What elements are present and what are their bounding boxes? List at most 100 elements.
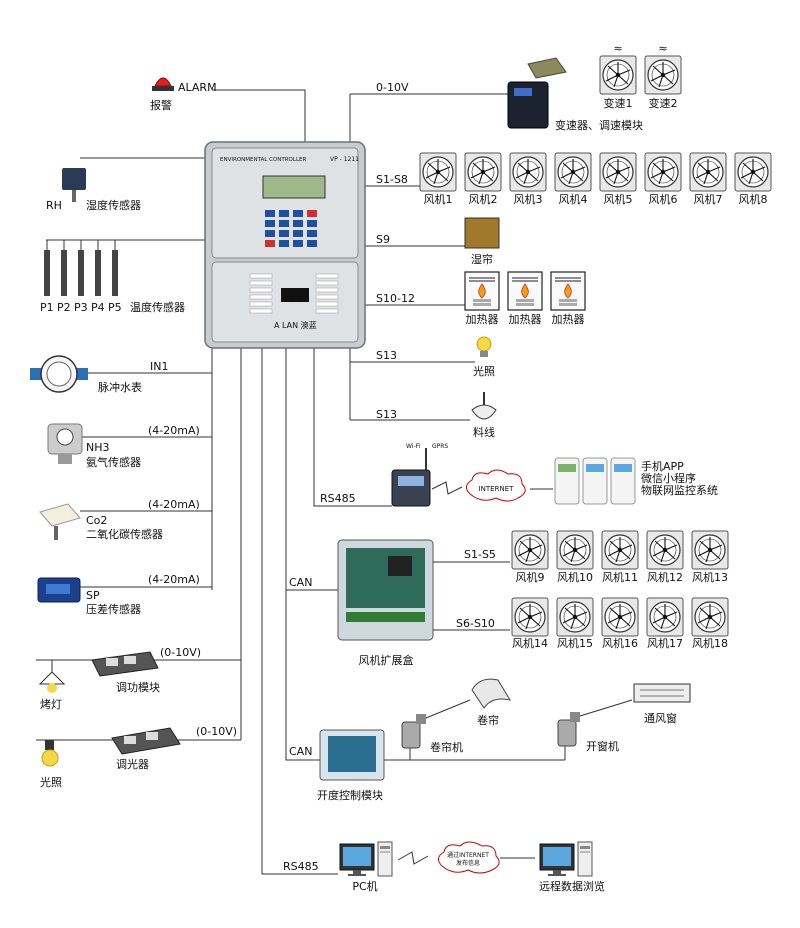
heater-1-icon (464, 271, 500, 311)
co2-label: 二氧化碳传感器 (86, 527, 163, 541)
feed-line-icon (471, 392, 497, 420)
lighting-channel: S13 (376, 349, 397, 362)
pc-channel: RS485 (283, 860, 319, 873)
fan-6-label: 风机6 (649, 192, 678, 206)
fan-5-icon (599, 152, 637, 192)
fan-group1-channel: S1-S5 (464, 548, 496, 561)
fans-main-channel: S1-S8 (376, 173, 408, 186)
water-meter-channel: IN1 (150, 360, 168, 373)
gprs-label: GPRS (432, 443, 448, 450)
app-label-iot: 物联网监控系统 (641, 483, 718, 497)
controller-keypad (265, 210, 317, 247)
vfd-icon (507, 57, 567, 129)
lighting-bulb-icon (476, 336, 492, 357)
heater-2-label: 加热器 (509, 313, 542, 326)
co2-signal: (4-20mA) (148, 498, 200, 511)
heater-2-icon (507, 271, 543, 311)
fan-7-label: 风机7 (694, 192, 723, 206)
curtain-roll-icon (471, 678, 512, 709)
fan-12-icon (646, 530, 684, 570)
nh3-code: NH3 (86, 441, 110, 454)
window-motor-label: 开窗机 (586, 739, 619, 753)
humidity-sensor-icon (62, 168, 86, 202)
fan-6-icon (644, 152, 682, 192)
controller-lcd (262, 175, 326, 199)
fan-expansion-box-icon (337, 539, 434, 641)
fan-14-icon (511, 597, 549, 637)
pc-icon (339, 841, 393, 877)
temperature-label: 温度传感器 (130, 300, 185, 314)
heat-lamp-label: 烤灯 (40, 697, 62, 711)
alarm-code: ALARM (178, 81, 217, 94)
fan-4-label: 风机4 (559, 192, 588, 206)
fan-4-icon (554, 152, 592, 192)
fan-12-label: 风机12 (647, 570, 683, 584)
controller-model: VP - 1211 (330, 156, 359, 163)
lighting-label: 光照 (473, 364, 495, 378)
power-module-label: 调功模块 (116, 681, 160, 694)
pc-label: PC机 (352, 879, 377, 893)
internet-label: INTERNET (479, 485, 515, 493)
nh3-sensor-icon (47, 423, 83, 464)
feed-line-channel: S13 (376, 408, 397, 421)
nh3-signal: (4-20mA) (148, 424, 200, 437)
fan-9-icon (511, 530, 549, 570)
alarm-light-icon (152, 77, 174, 91)
curtain-motor-icon (401, 699, 471, 749)
svg-text:≈: ≈ (658, 42, 667, 55)
water-meter-icon (30, 355, 88, 393)
fan-2-icon (464, 152, 502, 192)
environment-controller: ENVIRONMENTAL CONTROLLER VP - 1211 888 A… (204, 141, 366, 349)
alarm-label: 报警 (150, 98, 172, 112)
fan-18-icon (691, 597, 729, 637)
fan-expansion-label: 风机扩展盒 (359, 653, 414, 667)
heaters-channel: S10-12 (376, 292, 415, 305)
curtain-label: 卷帘 (477, 713, 499, 727)
vfd-label: 变速器、调速模块 (555, 118, 643, 132)
curtain-motor-label: 卷帘机 (430, 740, 463, 754)
heater-1-label: 加热器 (466, 313, 499, 326)
pc-wireless-link-icon (397, 851, 429, 865)
feed-line-label: 料线 (473, 425, 495, 439)
heater-3-icon (550, 271, 586, 311)
wifi-label: Wi-Fi (406, 443, 421, 450)
controller-logo: A LAN 澳蓝 (274, 320, 317, 330)
internet-cloud-icon (466, 469, 526, 502)
fan-16-label: 风机16 (602, 636, 638, 650)
dimmer-signal: (0-10V) (196, 725, 237, 738)
probe-p2: P2 (57, 301, 71, 314)
controller-led-display (281, 288, 309, 302)
fan-14-label: 风机14 (512, 636, 548, 650)
remote-pc-icon (539, 841, 593, 877)
light-bulb-icon (41, 740, 59, 767)
fan-5-label: 风机5 (604, 192, 633, 206)
expansion-fan-row-2 (511, 597, 729, 637)
fan-17-icon (646, 597, 684, 637)
pc-cloud-line2: 发布信息 (456, 859, 480, 867)
speed-fan-1-icon (599, 55, 637, 95)
fan-3-label: 风机3 (514, 192, 543, 206)
svg-text:888: 888 (283, 291, 302, 302)
co2-sensor-icon (39, 503, 81, 540)
temperature-probe-icons (44, 240, 118, 296)
probe-p3: P3 (74, 301, 88, 314)
fan-17-label: 风机17 (647, 636, 683, 650)
fan-16-icon (601, 597, 639, 637)
fan-1-icon (419, 152, 457, 192)
fan-9-label: 风机9 (516, 570, 545, 584)
pressure-label: 压差传感器 (86, 602, 141, 616)
network-module-icon (391, 448, 431, 507)
fan-group2-channel: S6-S10 (456, 617, 495, 630)
main-fan-row (419, 152, 772, 192)
opening-module-label: 开度控制模块 (317, 788, 383, 802)
fan-18-label: 风机18 (692, 636, 728, 650)
humidity-label: 湿度传感器 (86, 198, 141, 212)
dimmer-label: 调光器 (116, 757, 149, 771)
speed-fan-1-label: 变速1 (604, 96, 633, 110)
fan-3-icon (509, 152, 547, 192)
wet-curtain-label: 湿帘 (471, 252, 493, 266)
fan-15-icon (556, 597, 594, 637)
wet-curtain-icon (464, 217, 500, 249)
window-motor-icon (557, 699, 633, 747)
probe-p4: P4 (91, 301, 105, 314)
